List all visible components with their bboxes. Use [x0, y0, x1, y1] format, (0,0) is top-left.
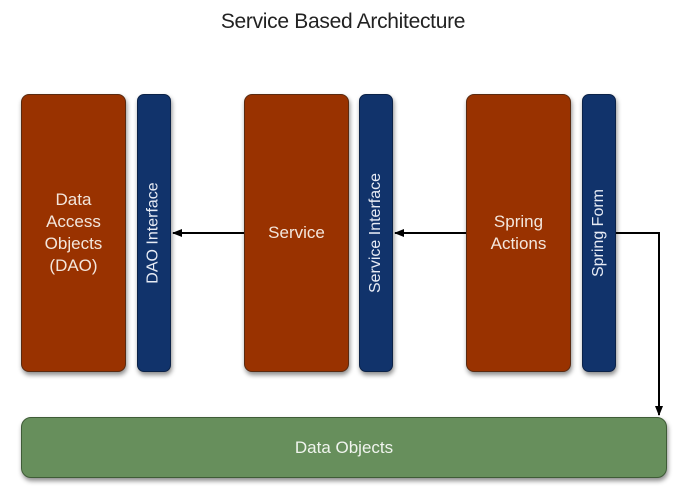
spring-actions-label-line: Spring — [493, 212, 544, 231]
spring-actions-label-line: Actions — [490, 234, 547, 253]
spring-form-box: Spring Form — [582, 94, 616, 372]
dao-label-line: (DAO) — [49, 256, 98, 275]
diagram-title: Service Based Architecture — [220, 10, 466, 33]
dao-interface-box: DAO Interface — [137, 94, 171, 372]
dao-box: Data Access Objects (DAO) — [21, 94, 126, 372]
service-interface-box: Service Interface — [359, 94, 393, 372]
dao-label-line: Data — [55, 190, 92, 209]
dao-label-line: Access — [46, 212, 101, 231]
service-box: Service — [244, 94, 349, 372]
service-label: Service — [268, 223, 325, 242]
dao-label-line: Objects — [44, 234, 103, 253]
data-objects-label: Data Objects — [294, 437, 394, 457]
data-objects-box: Data Objects — [21, 417, 667, 478]
spring-actions-box: Spring Actions — [466, 94, 571, 372]
arrow-spring-form-to-data-objects — [616, 232, 663, 416]
